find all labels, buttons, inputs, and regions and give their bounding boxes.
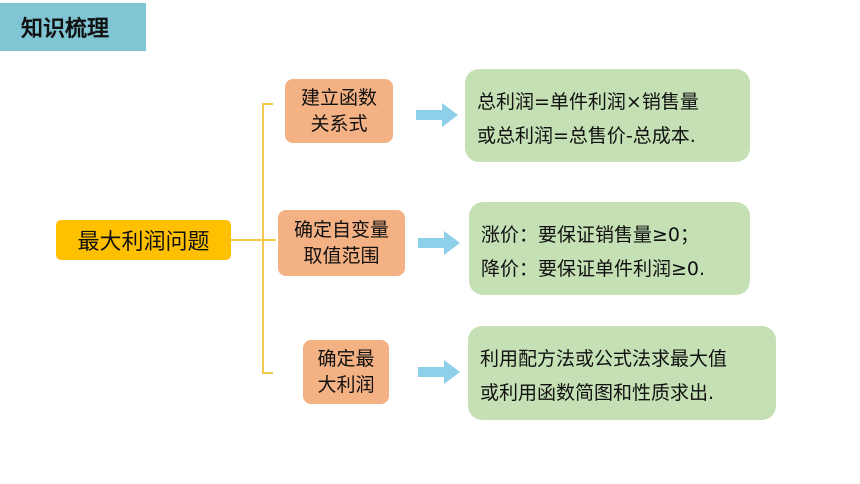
section-title-text: 知识梳理 — [21, 17, 110, 42]
step-build-function: 建立函数 关系式 — [285, 79, 393, 143]
detail-line: 降价：要保证单件利润≥0. — [481, 258, 706, 280]
detail-card-max-profit: 利用配方法或公式法求最大值 或利用函数简图和性质求出. — [468, 326, 776, 420]
right-arrow-icon — [416, 103, 458, 127]
detail-card-build-function: 总利润=单件利润×销售量 或总利润=总售价-总成本. — [465, 69, 750, 162]
root-topic-label: 最大利润问题 — [77, 230, 210, 255]
step-label-line: 确定自变量 — [293, 219, 389, 241]
detail-line: 或总利润=总售价-总成本. — [477, 125, 696, 147]
right-arrow-icon — [418, 360, 460, 384]
section-title: 知识梳理 — [0, 3, 146, 51]
detail-card-variable-range: 涨价：要保证销售量≥0； 降价：要保证单件利润≥0. — [469, 202, 750, 295]
detail-line: 或利用函数简图和性质求出. — [480, 382, 715, 404]
step-label-line: 建立函数 — [300, 87, 377, 109]
detail-line: 总利润=单件利润×销售量 — [477, 91, 699, 113]
step-label-line: 大利润 — [317, 374, 375, 396]
step-max-profit: 确定最 大利润 — [303, 340, 389, 404]
right-arrow-icon — [418, 231, 460, 255]
step-variable-range: 确定自变量 取值范围 — [278, 210, 405, 276]
bracket-line — [262, 103, 273, 374]
step-label-line: 确定最 — [317, 348, 375, 370]
root-topic: 最大利润问题 — [56, 220, 231, 260]
detail-line: 涨价：要保证销售量≥0； — [481, 224, 700, 246]
step-label-line: 取值范围 — [303, 245, 380, 267]
detail-line: 利用配方法或公式法求最大值 — [480, 348, 728, 370]
step-label-line: 关系式 — [310, 113, 368, 135]
